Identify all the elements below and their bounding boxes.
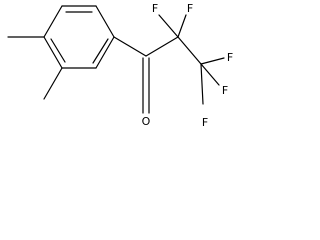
fluorine-atom: F <box>227 51 233 64</box>
cf2-to-cf3-bond <box>177 36 202 65</box>
fluorine-atom: F <box>202 116 208 129</box>
fluorine-atom: F <box>152 2 158 15</box>
fluorine-atom: F <box>222 84 228 97</box>
cf-bond <box>200 63 220 86</box>
ring-bond <box>95 36 115 69</box>
cf-bond <box>158 14 179 38</box>
molecule-structure: O F F F F F <box>7 2 234 129</box>
cf-bond <box>200 57 225 65</box>
ring-bond <box>43 5 63 38</box>
carbonyl-to-cf2-bond <box>145 36 179 57</box>
methyl-bond <box>43 67 63 100</box>
cf-bond <box>200 63 204 105</box>
ring-bond <box>43 36 63 69</box>
oxygen-atom: O <box>142 115 151 128</box>
ring-double-bond <box>92 38 109 64</box>
bonds <box>7 5 225 114</box>
ring-double-bond <box>50 38 66 63</box>
atom-labels: O F F F F F <box>142 2 234 129</box>
cf-bond <box>177 14 187 38</box>
ring-bond <box>95 5 115 38</box>
fluorine-atom: F <box>187 2 193 15</box>
ring-to-carbonyl-bond <box>113 36 147 57</box>
